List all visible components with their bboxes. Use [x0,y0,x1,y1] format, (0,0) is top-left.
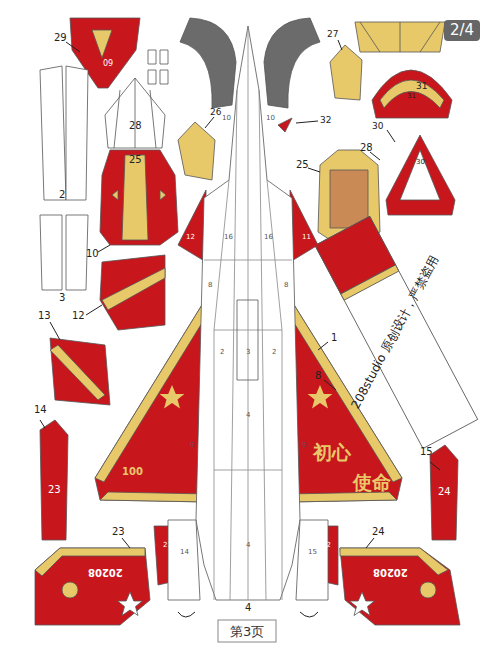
callout-number: 4 [246,542,250,549]
callout-number: 26 [210,108,221,117]
printed-text: 初心 [313,443,351,462]
callout-number: 14 [180,549,189,556]
callout-number: 12 [72,311,85,321]
callout-number: 28 [360,143,373,153]
callout-number: 09 [103,60,113,68]
callout-number: 2 [220,349,224,356]
callout-number: 10 [86,249,99,259]
callout-number: 25 [129,155,142,165]
callout-number: 31 [407,93,416,100]
callout-number: 14 [34,405,47,415]
callout-number: 2 [59,190,65,200]
badge: 2/4 [444,20,480,41]
callout-number: 21 [163,542,172,549]
callout-number: 10 [266,115,275,122]
callout-number: 20208 [373,567,408,577]
printed-text: 使命 [353,473,391,492]
node-text: 2/4 [450,23,474,38]
callout-number: 10 [222,115,231,122]
callout-number: 28 [129,121,142,131]
callout-number: 15 [420,447,433,457]
callout-number: 3 [246,349,250,356]
callout-number: 23 [48,485,61,495]
callout-number: 9 [302,442,306,449]
callout-number: 15 [308,549,317,556]
callout-number: 31 [416,82,427,91]
callout-number: 8 [315,371,321,381]
callout-number: 24 [438,487,451,497]
callout-number: 8 [208,282,212,289]
callout-number: 32 [320,116,331,125]
callout-number: 9 [190,442,194,449]
callout-number: 29 [54,33,67,43]
callout-number: 13 [38,311,51,321]
callout-number: 16 [224,234,233,241]
node-text: 第3页 [230,625,264,638]
callout-number: 100 [122,467,143,477]
callout-number: 4 [245,603,251,613]
callout-number: 12 [186,234,195,241]
callout-number: 27 [327,30,338,39]
page-stamp: 第3页 [224,622,270,641]
callout-number: 16 [264,234,273,241]
callout-number: 2 [272,349,276,356]
callout-number: 22 [322,542,331,549]
callout-number: 20208 [88,567,123,577]
callout-number: 3 [59,293,65,303]
callout-number: 30 [416,159,425,166]
callout-number: 1 [331,333,337,343]
callout-number: 24 [372,527,385,537]
callout-number: 30 [372,122,383,131]
callout-number: 23 [112,527,125,537]
callout-number: 11 [302,234,311,241]
callout-number: 4 [246,412,250,419]
callout-number: 8 [284,282,288,289]
callout-number: 25 [296,160,309,170]
